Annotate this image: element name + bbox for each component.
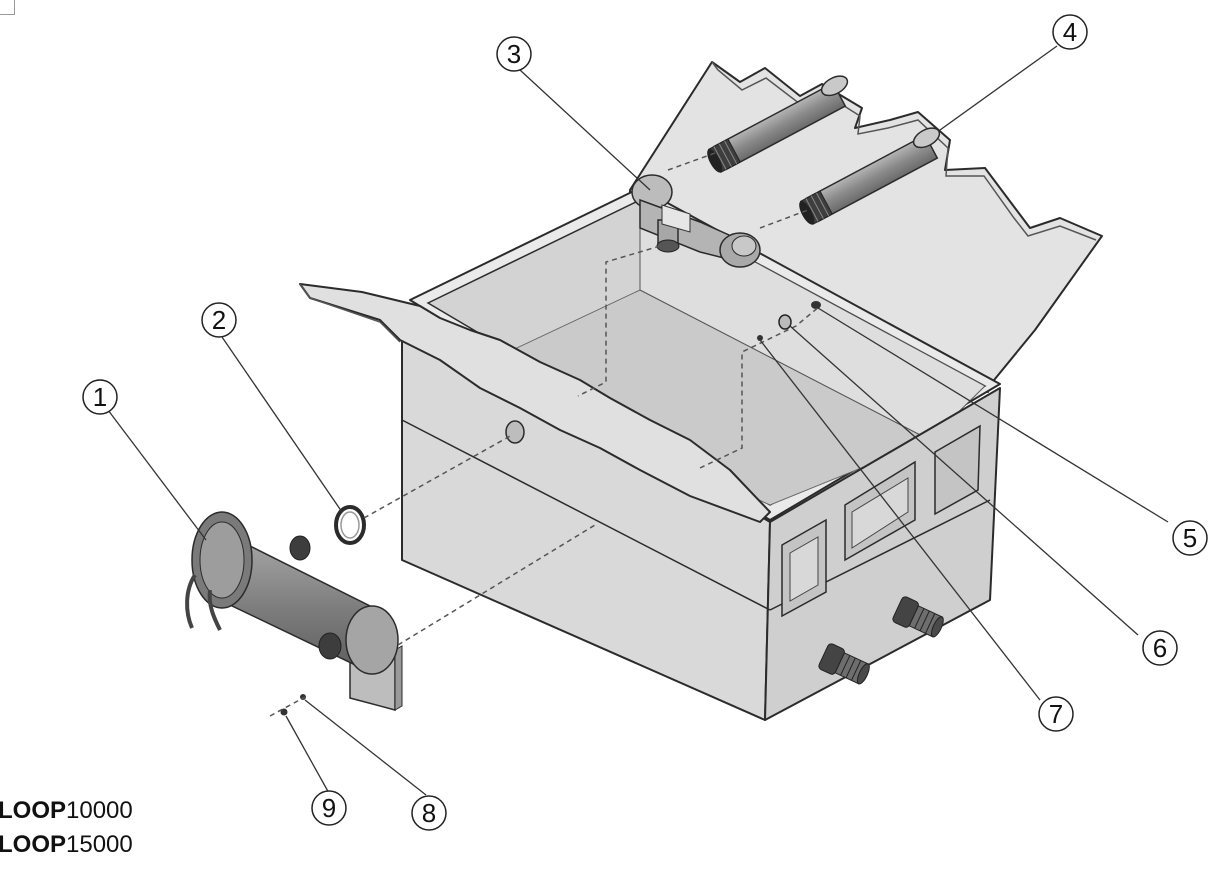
model-label-1: LOOP10000 [0, 796, 133, 826]
frame-corner-mark [0, 0, 15, 15]
t-distributor [631, 174, 761, 268]
svg-text:1: 1 [93, 382, 107, 412]
svg-text:3: 3 [507, 39, 521, 69]
svg-text:9: 9 [322, 793, 336, 823]
callout-9: 9 [311, 790, 347, 826]
svg-text:6: 6 [1153, 633, 1167, 663]
callout-8: 8 [411, 795, 447, 831]
spray-tubes [707, 75, 941, 225]
svg-text:7: 7 [1049, 699, 1063, 729]
small-hardware [280, 301, 821, 716]
uvc-clarifier [185, 511, 403, 711]
callout-4: 4 [1052, 14, 1088, 50]
svg-text:8: 8 [422, 798, 436, 828]
callout-1: 1 [82, 379, 118, 415]
callout-5: 5 [1172, 520, 1208, 556]
callout-2: 2 [201, 302, 237, 338]
callout-3: 3 [496, 36, 532, 72]
model-label-2: LOOP15000 [0, 830, 133, 860]
leader-lines [107, 45, 1169, 796]
svg-text:2: 2 [212, 305, 226, 335]
assembly-dashed-lines [269, 151, 821, 717]
seal-ring [334, 505, 366, 545]
model-brand: LOOP [0, 797, 67, 824]
left-lid [299, 283, 771, 523]
callout-6: 6 [1142, 630, 1178, 666]
model-brand: LOOP [0, 831, 67, 858]
outlet-barbs [818, 596, 944, 685]
svg-text:4: 4 [1063, 17, 1077, 47]
callout-7: 7 [1038, 696, 1074, 732]
model-number: 10000 [66, 797, 133, 824]
model-number: 15000 [66, 831, 133, 858]
filter-box [401, 187, 1001, 721]
svg-text:5: 5 [1183, 523, 1197, 553]
